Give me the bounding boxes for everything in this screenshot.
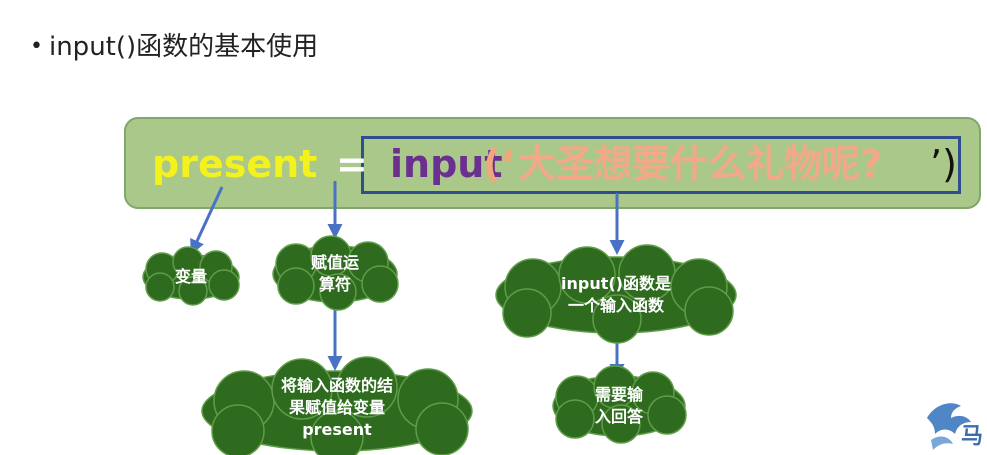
input-call-box — [361, 136, 961, 194]
callout-line-1: 赋值运 — [310, 253, 359, 272]
cloud-variable: 变量 — [138, 246, 244, 306]
variable-name: present — [152, 142, 318, 186]
close-quote-paren: ’) — [930, 142, 957, 186]
open-paren-quote: (‘ — [483, 142, 515, 186]
function-name: input — [390, 142, 503, 186]
callout-line-2: 一个输入函数 — [567, 296, 664, 315]
arrow-variable — [190, 186, 224, 255]
cloud-label: input()函数是 一个输入函数 — [487, 249, 745, 341]
cloud-operator: 赋值运 算符 — [266, 235, 404, 311]
cloud-shape — [495, 244, 737, 344]
cloud-shape — [552, 365, 687, 444]
brand-logo-icon — [927, 403, 971, 450]
cloud-need-input: 需要输 入回答 — [545, 365, 693, 444]
assignment-operator: = — [336, 142, 368, 186]
cloud-shape — [272, 235, 399, 311]
callout-line-1: 需要输 — [594, 385, 643, 404]
cloud-label: 需要输 入回答 — [545, 369, 693, 443]
bullet-point: • — [30, 34, 43, 59]
cloud-label: 变量 — [138, 249, 244, 305]
cloud-shape — [201, 356, 473, 455]
prompt-string: 大圣想要什么礼物呢? — [518, 142, 883, 186]
cloud-shape — [142, 246, 240, 306]
callout-line-1: input()函数是 — [561, 274, 671, 293]
heading-text: input()函数的基本使用 — [48, 32, 319, 62]
cloud-label: 将输入函数的结 果赋值给变量 present — [192, 361, 482, 455]
logo-character: 马 — [961, 424, 984, 449]
cloud-assign-result: 将输入函数的结 果赋值给变量 present — [192, 356, 482, 455]
callout-line-2: 算符 — [318, 275, 351, 294]
callout-text: 变量 — [174, 267, 207, 286]
callout-line-1: 将输入函数的结 — [280, 376, 393, 395]
slide-heading: •input()函数的基本使用 — [30, 26, 318, 63]
cloud-function-desc: input()函数是 一个输入函数 — [487, 244, 745, 344]
cloud-label: 赋值运 算符 — [266, 238, 404, 310]
callout-line-3: present — [302, 420, 372, 439]
callout-line-2: 入回答 — [594, 407, 643, 426]
callout-line-2: 果赋值给变量 — [288, 398, 385, 417]
